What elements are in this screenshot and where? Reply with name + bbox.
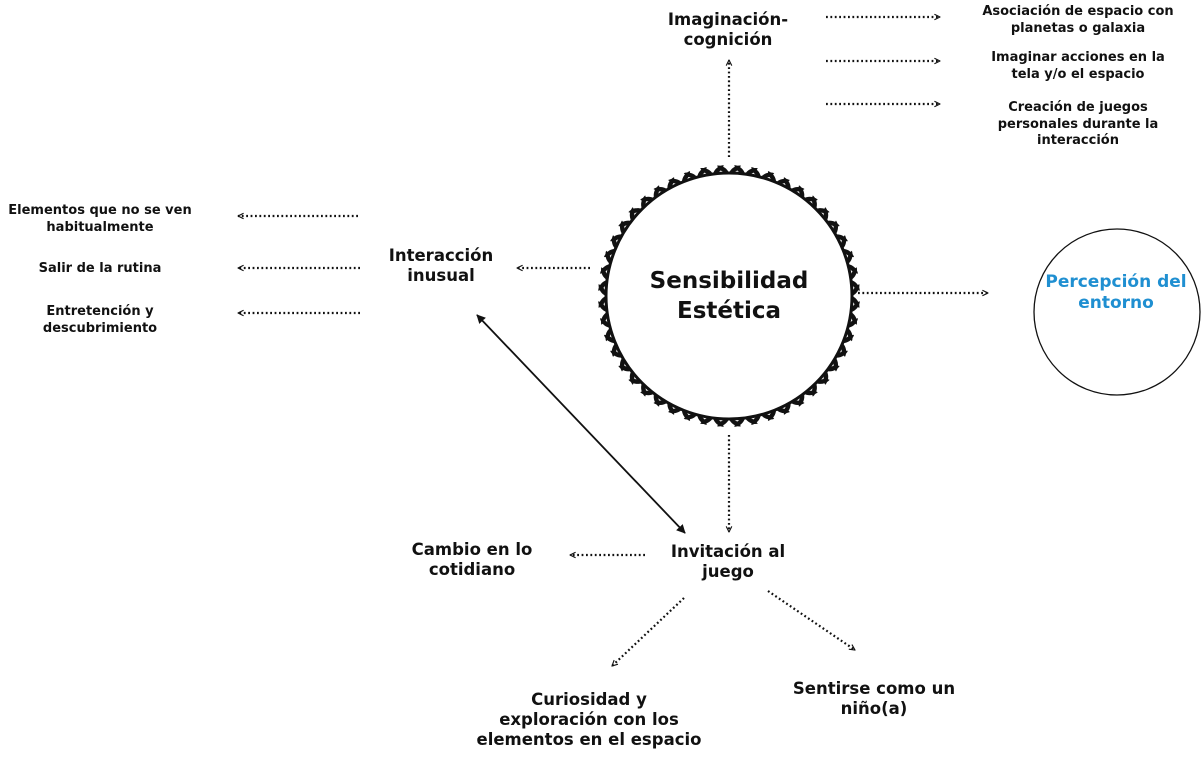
percepcion-node: Percepción del entorno <box>1030 272 1202 313</box>
item-line: niño(a) <box>840 699 908 719</box>
imaginacion-item: Imaginar acciones en la tela y/o el espa… <box>955 50 1201 83</box>
item-line: Sentirse como un <box>792 679 956 698</box>
interaccion-item: Entretención y descubrimiento <box>2 304 198 337</box>
interaccion-item: Elementos que no se ven habitualmente <box>2 203 198 236</box>
item-line: personales durante la <box>997 116 1159 132</box>
interaccion-node: Interacción inusual <box>366 246 516 286</box>
item-line: Imaginar acciones en la <box>991 50 1165 65</box>
laurel-leaf <box>653 186 668 192</box>
item-line: descubrimiento <box>42 320 158 336</box>
invitacion-item: Curiosidad y exploración con los element… <box>460 690 718 750</box>
laurel-leaf <box>618 220 632 227</box>
item-line: exploración con los <box>499 710 679 730</box>
laurel-leaf <box>842 334 855 344</box>
laurel-leaf <box>803 390 818 396</box>
laurel-leaf <box>783 177 791 190</box>
laurel-leaf <box>697 414 707 426</box>
laurel-leaf <box>628 208 643 214</box>
laurel-leaf <box>760 414 775 420</box>
item-line: Curiosidad y <box>531 690 647 709</box>
laurel-leaf <box>745 417 758 424</box>
laurel-leaf <box>847 250 853 265</box>
item-line: Creación de juegos <box>1008 100 1148 115</box>
percepcion-circle <box>1033 228 1201 396</box>
imaginacion-item: Asociación de espacio con planetas o gal… <box>955 4 1201 37</box>
item-line: cotidiano <box>428 560 516 580</box>
laurel-leaf <box>823 207 829 222</box>
laurel-leaf <box>798 185 805 199</box>
item-line: Salir de la rutina <box>38 261 162 276</box>
laurel-leaf <box>835 350 848 358</box>
laurel-leaf <box>712 417 724 427</box>
item-line: Asociación de espacio con <box>982 4 1174 19</box>
imaginacion-node: Imaginación- cognición <box>638 10 818 50</box>
item-line: Elementos que no se ven <box>8 203 192 218</box>
laurel-leaf <box>598 296 607 308</box>
percepcion-line2: entorno <box>1078 292 1154 313</box>
invitacion-line1: Invitación al <box>670 542 786 561</box>
imaginacion-item: Creación de juegos personales durante la… <box>955 100 1201 150</box>
laurel-leaf <box>734 165 746 175</box>
item-line: interacción <box>1037 133 1119 149</box>
invitacion-item: Cambio en lo cotidiano <box>392 540 552 580</box>
imaginacion-line1: Imaginación- <box>667 10 789 29</box>
item-line: Entretención y <box>46 304 154 319</box>
invitacion-node: Invitación al juego <box>648 542 808 582</box>
laurel-leaf <box>811 195 817 210</box>
center-label-line2: Estética <box>676 297 782 324</box>
percepcion-line1: Percepción del <box>1045 272 1187 292</box>
center-label-line1: Sensibilidad <box>649 268 809 294</box>
laurel-leaf <box>683 172 698 178</box>
laurel-leaf <box>603 248 616 258</box>
laurel-wreath-circle <box>598 165 860 427</box>
imaginacion-line2: cognición <box>683 30 773 50</box>
laurel-leaf <box>850 279 860 291</box>
laurel-leaf <box>700 168 713 175</box>
item-line: planetas o galaxia <box>1010 20 1146 36</box>
double-arrow-interaccion-invitacion <box>476 314 686 534</box>
item-line: tela y/o el espacio <box>1011 66 1145 82</box>
laurel-leaf <box>598 279 608 291</box>
interaccion-line1: Interacción <box>388 246 494 265</box>
laurel-leaf <box>826 365 840 372</box>
item-line: habitualmente <box>46 219 154 235</box>
laurel-leaf <box>729 418 741 427</box>
laurel-leaf <box>751 166 761 178</box>
laurel-leaf <box>668 178 682 184</box>
item-line: Cambio en lo <box>411 540 533 559</box>
laurel-leaf <box>767 170 777 183</box>
arrow-to-curiosidad <box>612 597 685 666</box>
laurel-leaf <box>841 235 847 249</box>
laurel-leaf <box>790 400 805 406</box>
laurel-leaf <box>717 165 729 174</box>
item-line: elementos en el espacio <box>476 730 702 750</box>
laurel-leaf <box>776 408 790 414</box>
laurel-leaf <box>610 234 623 242</box>
invitacion-item: Sentirse como un niño(a) <box>776 679 972 719</box>
center-label: Sensibilidad Estética <box>621 267 837 327</box>
laurel-leaf <box>833 220 839 235</box>
interaccion-line2: inusual <box>407 266 475 286</box>
laurel-leaf <box>847 318 859 328</box>
laurel-leaf <box>815 378 830 384</box>
laurel-leaf <box>850 267 857 280</box>
laurel-leaf <box>850 301 860 313</box>
laurel-leaf <box>640 196 655 202</box>
invitacion-line2: juego <box>702 562 754 582</box>
arrow-to-sentirse <box>767 590 855 651</box>
laurel-leaf <box>599 264 611 274</box>
interaccion-item: Salir de la rutina <box>2 261 198 278</box>
